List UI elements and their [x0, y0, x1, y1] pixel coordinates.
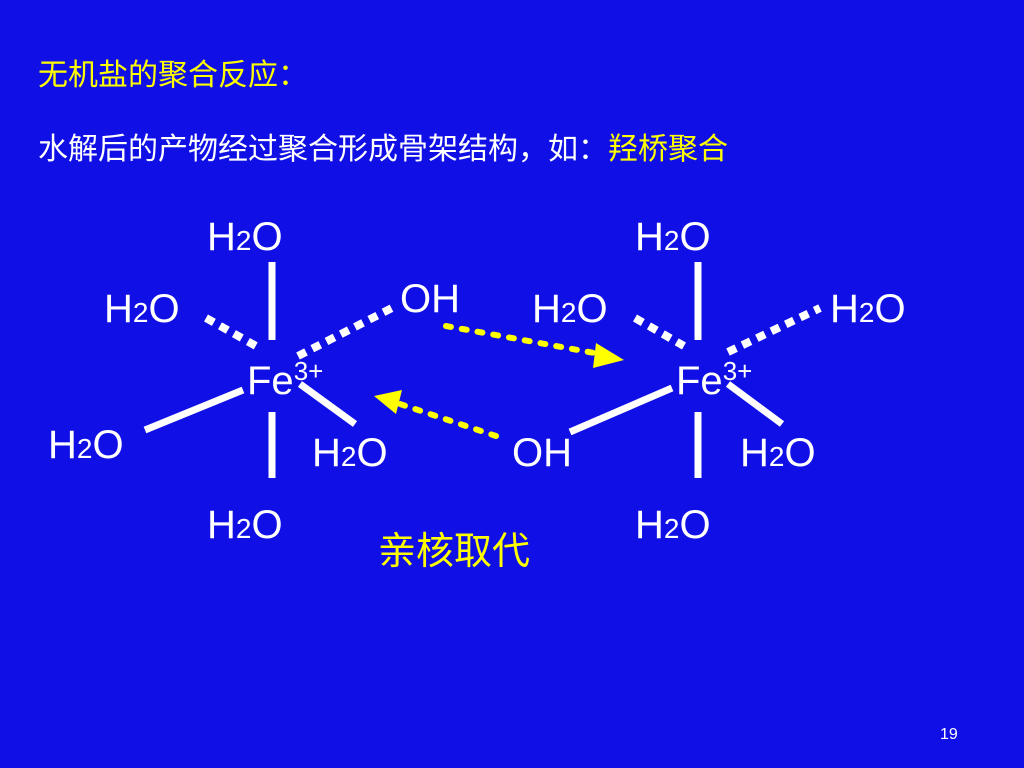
reaction-caption: 亲核取代	[378, 529, 531, 573]
water-right-top: H2O	[635, 215, 711, 259]
bond-left-upper-left-dashed	[204, 314, 258, 350]
slide-subtitle: 水解后的产物经过聚合形成骨架结构，如：羟桥聚合	[38, 130, 728, 170]
subtitle-text: 水解后的产物经过聚合形成骨架结构，如：	[38, 132, 608, 167]
water-left-bottom: H2O	[207, 503, 283, 547]
bond-right-upper-right-dashed	[726, 304, 822, 356]
water-left-upper-left: H2O	[104, 287, 180, 331]
hydroxide-left-bridge: OH	[400, 277, 460, 321]
left-complex-labels: H2O H2O OH Fe3+ H2O H2O H2O	[48, 215, 460, 547]
arrow-forward-head	[593, 343, 624, 368]
iron-right: Fe3+	[676, 356, 752, 403]
page-number: 19	[940, 726, 958, 743]
arrow-back-head	[374, 390, 402, 414]
arrows	[374, 323, 624, 439]
bond-left-lower-left	[143, 386, 245, 434]
bond-left-lower-right	[297, 381, 358, 427]
water-right-upper-left: H2O	[532, 287, 608, 331]
slide-title: 无机盐的聚合反应：	[38, 58, 308, 93]
hydroxide-right: OH	[512, 431, 572, 475]
bond-left-oh-dashed	[296, 304, 394, 360]
bond-right-lower-right	[725, 381, 785, 427]
arrow-back-shaft	[397, 401, 499, 439]
bond-right-upper-left-dashed	[633, 314, 686, 350]
left-complex-bonds	[143, 262, 394, 478]
water-left-lower-left: H2O	[48, 423, 124, 467]
water-left-top: H2O	[207, 215, 283, 259]
water-right-upper-right: H2O	[830, 287, 906, 331]
right-complex-bonds	[568, 262, 822, 478]
arrow-forward-shaft	[443, 323, 603, 357]
iron-left: Fe3+	[247, 356, 323, 403]
water-left-lower-right: H2O	[312, 431, 388, 475]
right-complex-labels: H2O H2O H2O Fe3+ OH H2O H2O	[512, 215, 906, 547]
bond-right-oh	[568, 384, 674, 436]
subtitle-highlight: 羟桥聚合	[608, 132, 728, 167]
water-right-bottom: H2O	[635, 503, 711, 547]
water-right-lower-right: H2O	[740, 431, 816, 475]
